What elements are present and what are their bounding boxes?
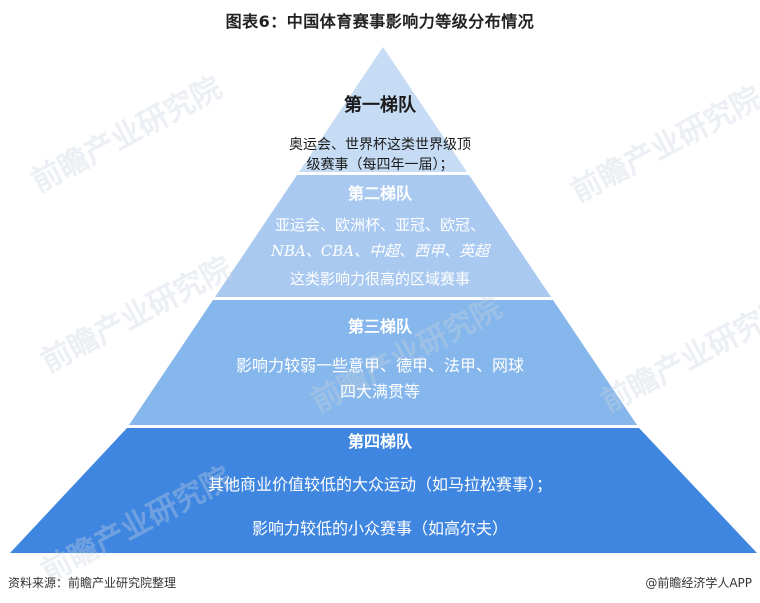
tier-3-heading: 第三梯队: [347, 317, 412, 336]
tier-4-heading: 第四梯队: [347, 432, 412, 451]
tier-4-desc-line: 其他商业价值较低的大众运动（如马拉松赛事）；: [207, 475, 552, 494]
tier-3-label: 第三梯队 影响力较弱一些意甲、德甲、法甲、网球 四大满贯等: [0, 313, 760, 405]
tier-2-desc-line: 这类影响力很高的区域赛事: [289, 270, 470, 288]
tier-4-label: 第四梯队 其他商业价值较低的大众运动（如马拉松赛事）； 影响力较低的小众赛事（如…: [0, 428, 760, 542]
tier-2-band: [215, 175, 551, 297]
tier-1-band: [299, 47, 467, 172]
tier-1-desc-line: 级赛事（每四年一届）；: [306, 157, 454, 173]
tier-1-label: 第一梯队 奥运会、世界杯这类世界级顶 级赛事（每四年一届）；: [0, 91, 760, 175]
tier-2-heading: 第二梯队: [347, 184, 412, 203]
tier-3-band: [129, 300, 637, 425]
credit-note: @前瞻经济学人APP: [645, 576, 752, 590]
tier-2-label: 第二梯队 亚运会、欧洲杯、亚冠、欧冠、 NBA、CBA、中超、西甲、英超 这类影…: [0, 180, 760, 294]
tier-3-desc-line: 四大满贯等: [339, 382, 420, 401]
tier-1-heading: 第一梯队: [344, 95, 416, 116]
tier-4-band: [10, 428, 757, 553]
tier-2-desc-line: 亚运会、欧洲杯、亚冠、欧冠、: [274, 216, 485, 234]
tier-3-desc-line: 影响力较弱一些意甲、德甲、法甲、网球: [235, 356, 524, 375]
tier-1-desc-line: 奥运会、世界杯这类世界级顶: [289, 137, 471, 153]
chart-title: 图表6：中国体育赛事影响力等级分布情况: [225, 12, 535, 31]
source-note: 资料来源：前瞻产业研究院整理: [8, 576, 177, 590]
tier-2-desc-line: NBA、CBA、中超、西甲、英超: [270, 242, 490, 260]
tier-4-desc-line: 影响力较低的小众赛事（如高尔夫）: [251, 519, 508, 538]
